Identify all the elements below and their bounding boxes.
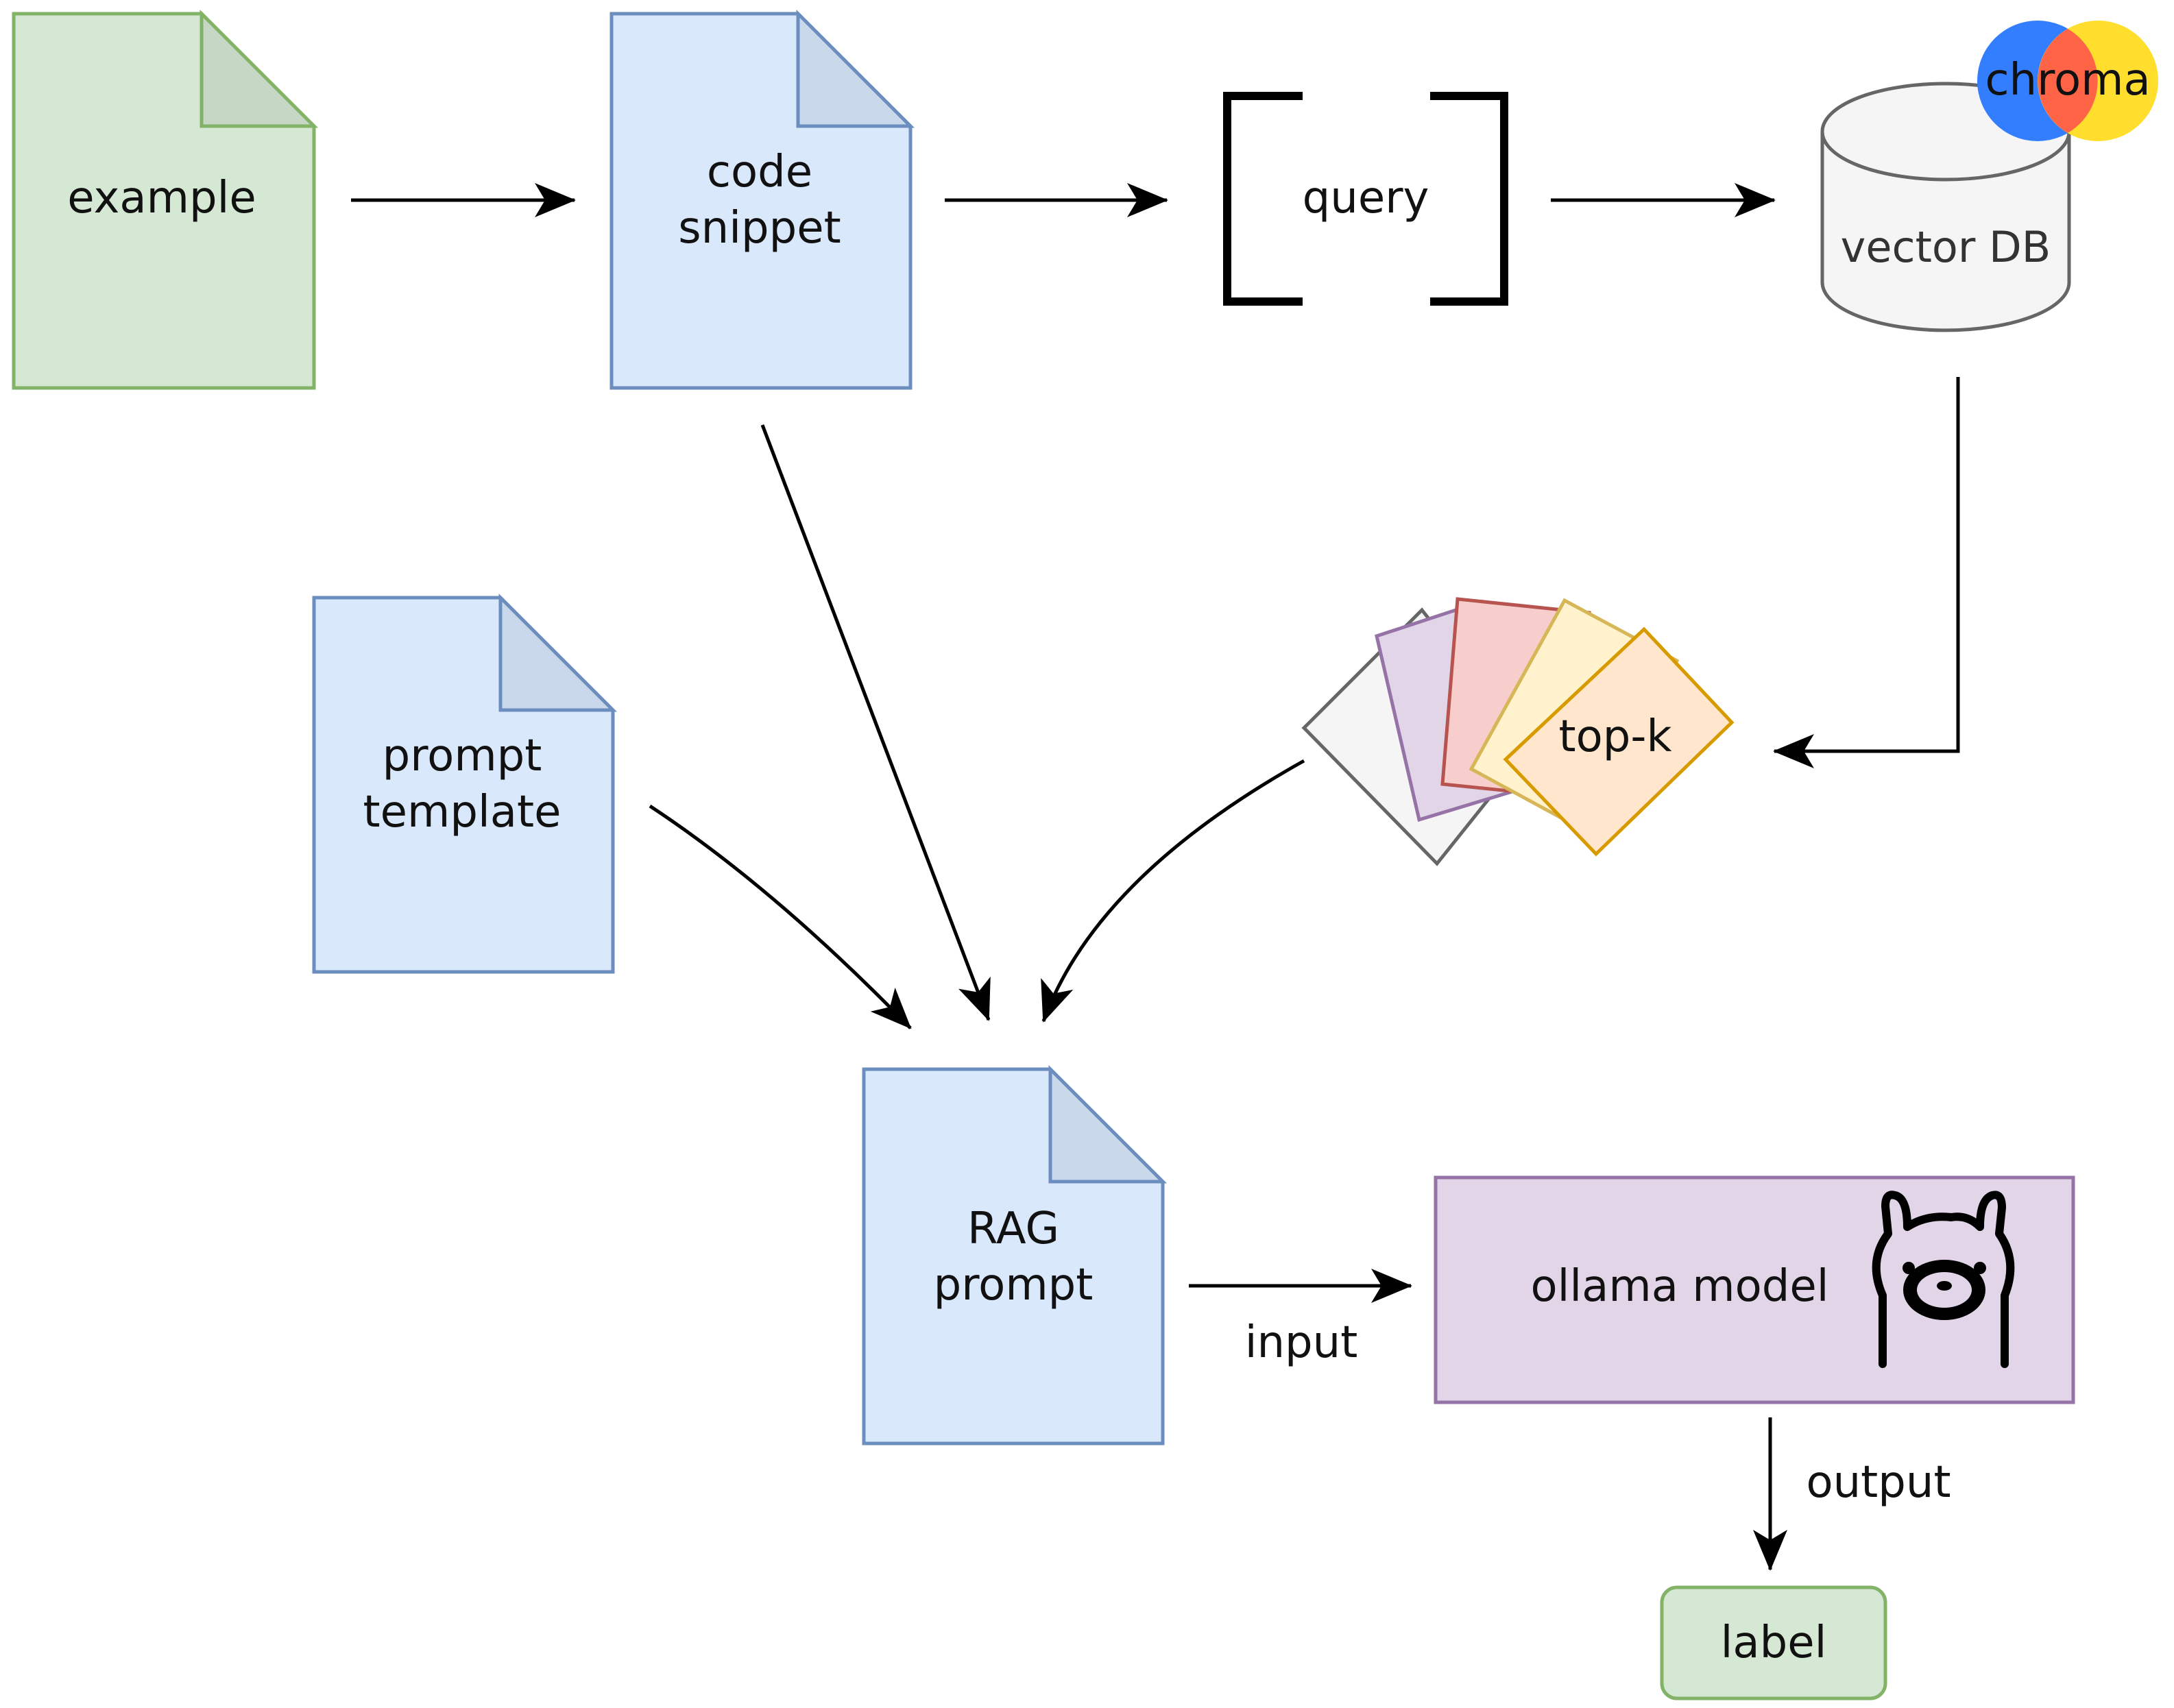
example-node: example (12, 9, 319, 390)
arrow-template-to-rag (649, 804, 912, 1029)
query-left-bracket (1223, 92, 1303, 306)
input-edge-label: input (1245, 1317, 1358, 1368)
code-snippet-label-line2: snippet (678, 203, 841, 254)
output-edge-label: output (1806, 1457, 1950, 1508)
code-snippet-document-fold (796, 9, 915, 128)
top-k-node: top-k (1301, 597, 1735, 866)
chroma-logo-icon: chroma (1977, 21, 2158, 141)
top-k-card-orange (1503, 626, 1735, 857)
edges (351, 183, 1960, 1571)
arrow-snippet-to-rag (760, 424, 991, 1021)
arrow-topk-to-rag (1041, 759, 1305, 1023)
example-document-fold (200, 9, 319, 128)
chroma-logo-label: chroma (1985, 55, 2150, 106)
prompt-template-label-line1: prompt (383, 731, 542, 781)
vector-db-cylinder-body (1820, 132, 2071, 332)
label-node: label (1660, 1585, 1887, 1700)
prompt-template-label-line2: template (363, 787, 561, 838)
vector-db-label: vector DB (1841, 222, 2051, 272)
prompt-template-document-fold (498, 593, 618, 712)
code-snippet-label-line1: code (707, 147, 812, 197)
ollama-model-node: ollama model (1434, 1175, 2075, 1404)
arrow-vectordb-to-topk (1773, 377, 1960, 768)
vector-db-node: vector DB chroma (1820, 21, 2158, 332)
prompt-template-node: prompt template (312, 593, 618, 974)
ollama-model-label: ollama model (1530, 1261, 1828, 1312)
code-snippet-document-shape (609, 12, 913, 390)
rag-prompt-document-fold (1048, 1064, 1168, 1184)
query-label: query (1303, 173, 1429, 223)
prompt-template-document-shape (312, 596, 615, 974)
code-snippet-node: code snippet (609, 9, 915, 390)
top-k-label: top-k (1558, 711, 1671, 762)
rag-prompt-label-line2: prompt (934, 1260, 1094, 1310)
ollama-llama-icon (1872, 1191, 2015, 1368)
rag-prompt-node: RAG prompt (862, 1064, 1168, 1445)
example-label: example (67, 173, 256, 223)
rag-prompt-label-line1: RAG (967, 1204, 1059, 1254)
label-text: label (1721, 1618, 1827, 1668)
label-box (1660, 1585, 1887, 1700)
query-right-bracket (1430, 92, 1508, 306)
query-node: query (1223, 92, 1508, 306)
rag-prompt-document-shape (862, 1067, 1165, 1445)
